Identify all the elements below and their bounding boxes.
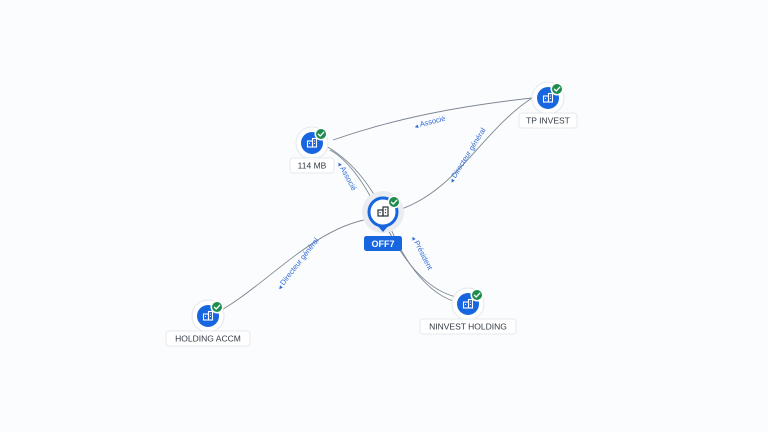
node-114mb[interactable]: 114 MB — [289, 126, 335, 174]
edge-label-text: Associé — [419, 114, 447, 129]
verified-check-icon — [472, 290, 482, 300]
edge-tp-invest-to-off7[interactable] — [391, 97, 533, 213]
verified-check-icon — [316, 129, 326, 139]
edge-tp-invest-to-114mb[interactable] — [332, 97, 533, 141]
edge-label-ninvest-holding-off7: Président — [412, 236, 435, 272]
verified-check-icon — [552, 84, 562, 94]
edge-arrow-icon — [451, 178, 455, 183]
node-label: 114 MB — [298, 161, 327, 171]
node-label: NINVEST HOLDING — [429, 322, 507, 332]
node-ninvest-holding[interactable]: NINVEST HOLDING — [419, 287, 517, 335]
edge-label-tp-invest-off7: Directeur général — [449, 126, 488, 183]
edge-label-text: Directeur général — [449, 126, 487, 180]
center-label: OFF7 — [371, 239, 394, 249]
building-outline-icon — [377, 206, 389, 217]
edge-arrow-icon — [412, 236, 416, 241]
edge-label-text: Président — [412, 239, 435, 272]
edge-label-text: Directeur général — [278, 236, 321, 287]
edge-label-text: Associé — [338, 165, 358, 192]
edge-arrow-icon — [279, 285, 283, 290]
edge-ninvest-holding-to-off7-secondary — [383, 221, 462, 299]
node-holding-accm[interactable]: HOLDING ACCM — [165, 299, 251, 347]
node-label: TP INVEST — [526, 116, 570, 126]
edge-label-off7-114mb: Associé — [338, 162, 359, 192]
edge-arrow-icon — [338, 162, 342, 167]
verified-check-icon — [389, 197, 399, 207]
node-center-off7[interactable]: OFF7 — [362, 191, 404, 251]
node-label: HOLDING ACCM — [175, 334, 241, 344]
verified-check-icon — [212, 302, 222, 312]
edge-arrow-icon — [414, 124, 419, 128]
center-label-tag — [364, 236, 402, 251]
edge-label-holding-accm-off7: Directeur général — [278, 236, 321, 290]
node-tp-invest[interactable]: TP INVEST — [518, 81, 578, 129]
edge-holding-accm-to-off7[interactable] — [209, 217, 379, 317]
